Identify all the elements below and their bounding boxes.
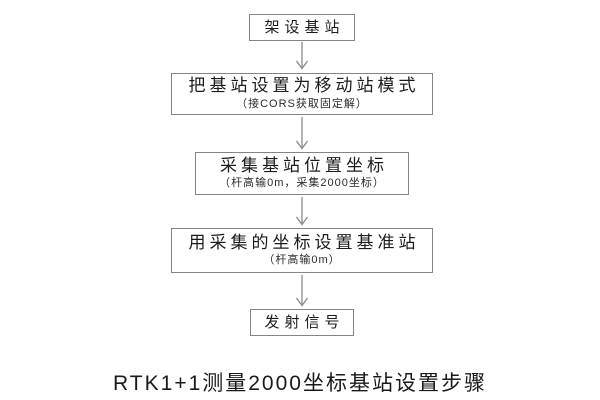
flow-node-label: 采集基站位置坐标 <box>220 155 388 175</box>
flow-node-note: （杆高输0m） <box>263 254 341 267</box>
flow-node-label: 把基站设置为移动站模式 <box>188 76 420 96</box>
arrow-down-icon <box>295 117 309 150</box>
flow-node-label: 架设基站 <box>264 18 345 36</box>
flow-node-set-rover-mode: 把基站设置为移动站模式 （接CORS获取固定解） <box>171 73 433 115</box>
diagram-title: RTK1+1测量2000坐标基站设置步骤 <box>113 372 487 395</box>
flow-node-label: 用采集的坐标设置基准站 <box>188 232 420 252</box>
flow-node-collect-coordinates: 采集基站位置坐标 （杆高输0m，采集2000坐标） <box>195 152 409 195</box>
arrow-down-icon <box>295 42 309 70</box>
flow-node-setup-base: 架设基站 <box>249 14 355 41</box>
flow-node-transmit-signal: 发射信号 <box>250 309 354 336</box>
flow-node-note: （接CORS获取固定解） <box>236 97 368 110</box>
flow-node-set-reference-station: 用采集的坐标设置基准站 （杆高输0m） <box>171 228 433 273</box>
arrow-down-icon <box>295 275 309 307</box>
flow-node-label: 发射信号 <box>264 313 345 331</box>
arrow-down-icon <box>295 197 309 226</box>
flow-node-note: （杆高输0m，采集2000坐标） <box>219 177 385 190</box>
